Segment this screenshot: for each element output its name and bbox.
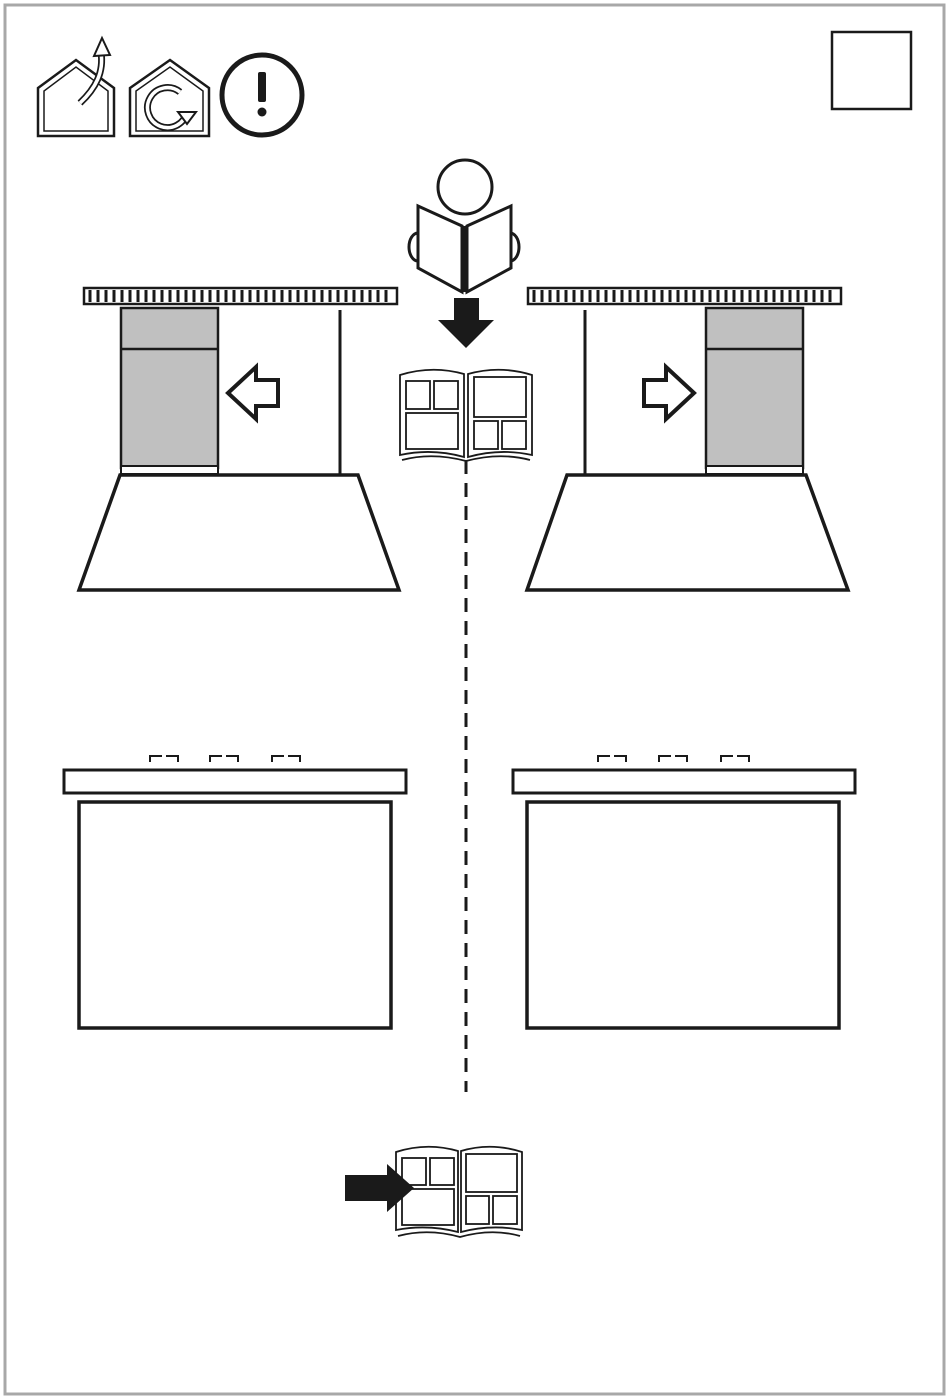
left-hob-cabinet [64,756,406,1028]
left-hood [79,288,399,590]
hood-canopy [527,475,848,590]
open-manual-book-icon [400,370,532,461]
person-reading-manual-icon [409,160,519,292]
hood-canopy [79,475,399,590]
open-manual-book-icon [396,1147,522,1237]
chimney-panel [706,308,803,468]
hob-burner-marks [598,756,749,762]
chimney-panel [121,308,218,468]
down-arrow-icon [438,298,494,348]
base-cabinet [527,802,839,1028]
base-cabinet [79,802,391,1028]
left-outline-arrow-icon [228,367,278,419]
house-recirculation-icon [130,60,209,136]
worktop [64,770,406,793]
right-hob-cabinet [513,756,855,1028]
right-outline-arrow-icon [644,367,694,419]
worktop [513,770,855,793]
empty-square-box-icon [832,32,911,109]
house-exhaust-out-icon [38,38,114,136]
warning-exclamation-icon [222,55,302,135]
hob-burner-marks [150,756,300,762]
right-hood [527,288,848,590]
